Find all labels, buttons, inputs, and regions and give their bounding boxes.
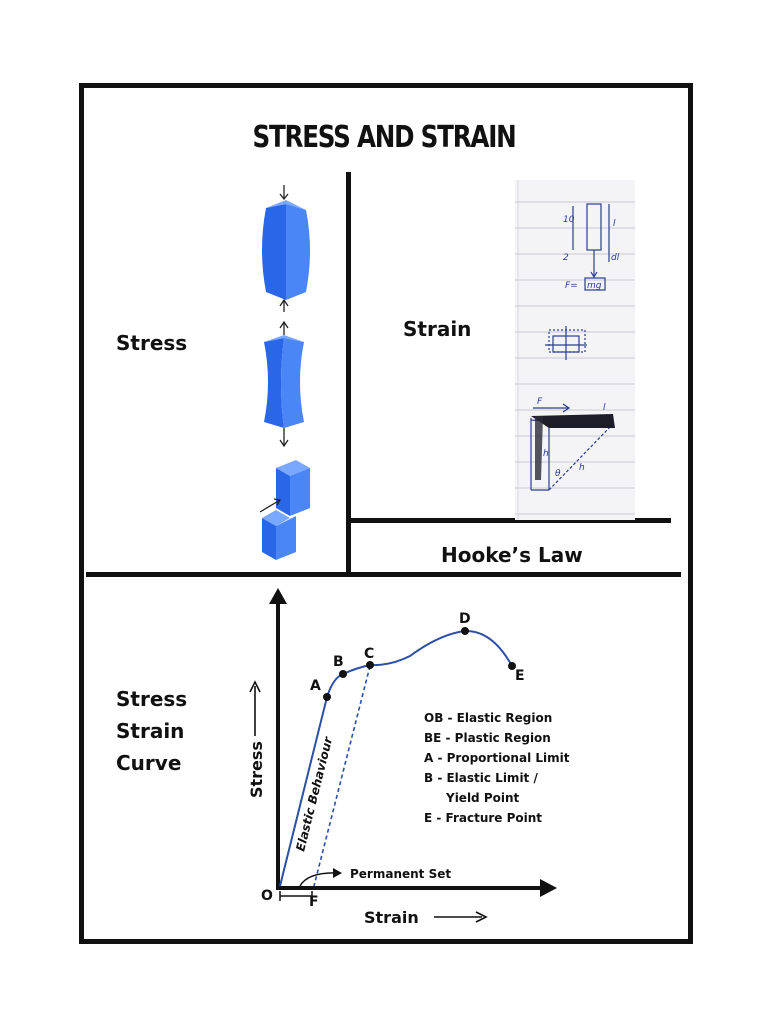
hookes-law-label: Hooke’s Law <box>441 543 583 567</box>
horizontal-divider <box>86 572 681 577</box>
sketch-label-h2: h <box>579 463 585 473</box>
strain-sketch-photo: 10 2 l dl F= mg F l h h θ <box>515 180 635 520</box>
y-axis-label: Stress <box>247 741 266 798</box>
stress-illustrations <box>259 185 310 560</box>
x-axis-label: Strain <box>364 908 419 927</box>
sketch-label-10: 10 <box>563 215 575 225</box>
outer-frame <box>79 83 693 944</box>
x-axis-arrow <box>540 879 557 897</box>
point-label-e: E <box>515 668 525 684</box>
point-label-f: F <box>309 894 319 910</box>
sketch-label-f: F <box>537 397 543 407</box>
origin-label: O <box>261 888 273 904</box>
shear-block <box>259 460 310 560</box>
legend-e: E - Fracture Point <box>424 811 542 825</box>
elastic-behaviour-label: Elastic Behaviour <box>293 735 335 853</box>
legend-yield: Yield Point <box>445 791 520 805</box>
hookes-law-divider <box>349 518 671 523</box>
graph-legend: OB - Elastic Region BE - Plastic Region … <box>424 711 570 825</box>
sketch-label-l2: l <box>603 403 606 413</box>
point-a <box>323 693 331 701</box>
sketch-label-l: l <box>613 219 616 229</box>
point-d <box>461 627 469 635</box>
point-e <box>508 662 516 670</box>
compression-block <box>262 185 310 312</box>
sketch-label-theta: θ <box>555 469 561 479</box>
point-label-c: C <box>364 646 374 662</box>
permanent-set-arrow <box>299 872 339 887</box>
sketch-label-mg: mg <box>587 281 602 291</box>
sketch-label-h1: h <box>543 449 549 459</box>
tension-block <box>264 320 304 448</box>
sketch-label-f-equals: F= <box>565 281 578 291</box>
point-b <box>339 670 347 678</box>
point-label-a: A <box>310 678 321 694</box>
stress-strain-curve-label: Stress Strain Curve <box>116 683 187 779</box>
permanent-set-label: Permanent Set <box>350 867 451 881</box>
vertical-divider <box>346 172 351 575</box>
point-label-d: D <box>459 611 471 627</box>
legend-be: BE - Plastic Region <box>424 731 551 745</box>
point-label-b: B <box>333 654 344 670</box>
legend-ob: OB - Elastic Region <box>424 711 552 725</box>
legend-b: B - Elastic Limit / <box>424 771 538 785</box>
curve-label-line-2: Strain <box>116 719 185 743</box>
unloading-line <box>313 665 371 887</box>
curve-label-line-3: Curve <box>116 751 182 775</box>
curve-label-line-1: Stress <box>116 687 188 711</box>
page-title: STRESS AND STRAIN <box>252 120 516 155</box>
legend-a: A - Proportional Limit <box>424 751 570 765</box>
point-c <box>366 661 374 669</box>
sketch-label-dl: dl <box>611 253 620 263</box>
sketch-label-2: 2 <box>563 253 569 263</box>
strain-label: Strain <box>403 317 472 341</box>
y-axis-arrow <box>269 588 287 604</box>
stress-label: Stress <box>116 331 188 355</box>
